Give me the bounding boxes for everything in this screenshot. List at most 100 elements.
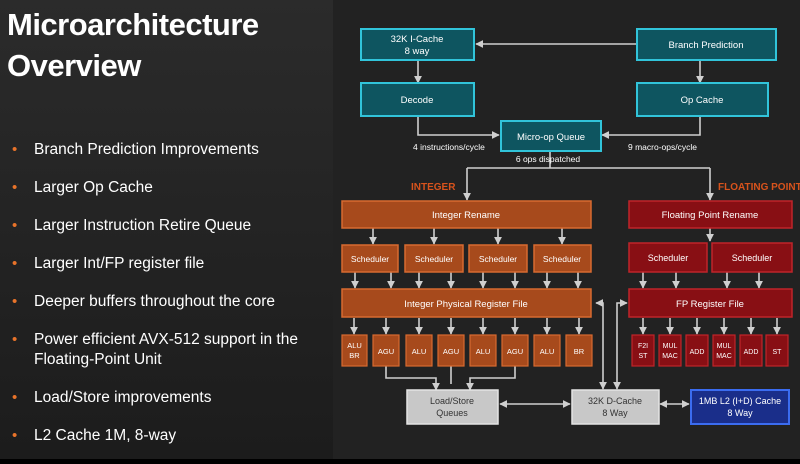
fp-rename-label: Floating Point Rename bbox=[662, 210, 759, 221]
integer-register-file-box: Integer Physical Register File bbox=[341, 288, 592, 318]
integer-scheduler-label: Scheduler bbox=[415, 254, 453, 264]
unit-label: BR bbox=[574, 347, 585, 356]
branch-prediction-label: Branch Prediction bbox=[669, 40, 744, 51]
unit-label: BR bbox=[349, 351, 360, 360]
integer-unit-alu-br: ALU BR bbox=[341, 334, 368, 367]
bullet-text: Deeper buffers throughout the core bbox=[34, 293, 275, 310]
bullet-list: •Branch Prediction Improvements •Larger … bbox=[12, 140, 330, 464]
connector-lines bbox=[350, 40, 781, 408]
unit-label: AGU bbox=[507, 347, 523, 356]
unit-label: ST bbox=[639, 353, 649, 360]
bullet-item: • Branch Prediction Improvements bbox=[12, 140, 330, 160]
fp-scheduler-box: Scheduler bbox=[711, 242, 793, 273]
unit-label: AGU bbox=[378, 347, 394, 356]
unit-label: F2I bbox=[638, 343, 648, 350]
slide-title-line-1: Microarchitecture bbox=[7, 7, 259, 42]
integer-unit-agu: AGU bbox=[437, 334, 465, 367]
integer-scheduler-label: Scheduler bbox=[351, 254, 389, 264]
dcache-label-2: 8 Way bbox=[602, 408, 628, 418]
icache-label-1: 32K I-Cache bbox=[391, 34, 444, 45]
bullet-dot-icon: • bbox=[12, 293, 18, 310]
integer-unit-alu: ALU bbox=[533, 334, 561, 367]
bullet-dot-icon: • bbox=[12, 389, 18, 406]
bullet-text: L2 Cache 1M, 8-way bbox=[34, 427, 177, 444]
unit-label: MUL bbox=[717, 343, 732, 350]
microarchitecture-diagram: 32K I-Cache 8 way Branch Prediction Deco… bbox=[341, 28, 800, 425]
load-store-label-2: Queues bbox=[436, 408, 468, 418]
text-panel: Microarchitecture Overview • Branch Predi… bbox=[0, 0, 333, 459]
fp-unit-add: ADD bbox=[739, 334, 763, 367]
dcache-label-1: 32K D-Cache bbox=[588, 396, 642, 406]
unit-label: ALU bbox=[347, 341, 362, 350]
integer-unit-alu: ALU bbox=[469, 334, 497, 367]
unit-label: ST bbox=[773, 349, 783, 356]
unit-label: MUL bbox=[663, 343, 678, 350]
bullet-dot-icon: • bbox=[12, 179, 18, 196]
icache-box: 32K I-Cache 8 way bbox=[360, 28, 475, 61]
unit-label: ALU bbox=[540, 347, 555, 356]
integer-rename-box: Integer Rename bbox=[341, 200, 592, 229]
unit-label: MAC bbox=[662, 353, 678, 360]
bullet-item: • L2 Cache 1M, 8-way bbox=[12, 426, 330, 446]
dispatch-rate-label: 6 ops dispatched bbox=[516, 154, 581, 164]
load-store-queues-box: Load/Store Queues bbox=[406, 389, 499, 425]
integer-scheduler-box: Scheduler bbox=[404, 244, 464, 273]
integer-register-file-label: Integer Physical Register File bbox=[404, 299, 528, 310]
unit-label: ALU bbox=[412, 347, 427, 356]
icache-label-2: 8 way bbox=[405, 46, 430, 57]
bullet-item: •Larger Instruction Retire Queue bbox=[12, 216, 330, 236]
integer-scheduler-label: Scheduler bbox=[479, 254, 517, 264]
bullet-text: Larger Int/FP register file bbox=[34, 255, 205, 272]
unit-label: AGU bbox=[443, 347, 459, 356]
l2-cache-label-1: 1MB L2 (I+D) Cache bbox=[699, 396, 781, 406]
fp-rename-box: Floating Point Rename bbox=[628, 200, 793, 229]
bullet-dot-icon: • bbox=[12, 141, 18, 158]
bullet-item: •Larger Op Cache bbox=[12, 178, 330, 198]
bullet-dot-icon: • bbox=[12, 255, 18, 272]
bullet-text: Branch Prediction Improvements bbox=[34, 141, 259, 158]
micro-op-queue-label: Micro-op Queue bbox=[517, 132, 585, 143]
bullet-item: •Power efficient AVX-512 support in the … bbox=[12, 330, 330, 370]
fp-scheduler-box: Scheduler bbox=[628, 242, 708, 273]
diagram-panel: 32K I-Cache 8 way Branch Prediction Deco… bbox=[333, 0, 800, 459]
fp-scheduler-label: Scheduler bbox=[648, 253, 689, 263]
fp-unit-add: ADD bbox=[685, 334, 709, 367]
slide-title: Microarchitecture Overview bbox=[7, 4, 259, 86]
fp-unit-mul-mac: MUL MAC bbox=[712, 334, 736, 367]
unit-label: ADD bbox=[690, 349, 705, 356]
bullet-text: Load/Store improvements bbox=[34, 389, 212, 406]
l2-cache-box: 1MB L2 (I+D) Cache 8 Way bbox=[690, 389, 790, 425]
fp-register-file-label: FP Register File bbox=[676, 299, 744, 310]
bullet-text: Larger Instruction Retire Queue bbox=[34, 217, 252, 234]
decode-label: Decode bbox=[401, 95, 434, 106]
branch-prediction-box: Branch Prediction bbox=[636, 28, 777, 61]
dcache-box: 32K D-Cache 8 Way bbox=[571, 389, 660, 425]
micro-op-queue-box: Micro-op Queue bbox=[500, 120, 602, 152]
bullet-dot-icon: • bbox=[12, 427, 18, 444]
fp-scheduler-label: Scheduler bbox=[732, 253, 773, 263]
decode-rate-label: 4 instructions/cycle bbox=[413, 142, 485, 152]
op-cache-box: Op Cache bbox=[636, 82, 769, 117]
fp-unit-st: ST bbox=[765, 334, 789, 367]
integer-unit-agu: AGU bbox=[372, 334, 400, 367]
integer-unit-br: BR bbox=[565, 334, 593, 367]
decode-box: Decode bbox=[360, 82, 475, 117]
integer-unit-alu: ALU bbox=[405, 334, 433, 367]
integer-scheduler-box: Scheduler bbox=[533, 244, 592, 273]
bullet-item: • Larger Int/FP register file bbox=[12, 254, 330, 274]
load-store-label-1: Load/Store bbox=[430, 396, 474, 406]
fp-unit-mul-mac: MUL MAC bbox=[658, 334, 682, 367]
slide-title-line-2: Overview bbox=[7, 48, 141, 83]
integer-scheduler-box: Scheduler bbox=[341, 244, 399, 273]
integer-rename-label: Integer Rename bbox=[432, 210, 500, 221]
bullet-item: • Deeper buffers throughout the core bbox=[12, 292, 330, 312]
integer-scheduler-label: Scheduler bbox=[543, 254, 581, 264]
unit-label: ALU bbox=[476, 347, 491, 356]
integer-section-label: INTEGER bbox=[411, 182, 456, 193]
opcache-rate-label: 9 macro-ops/cycle bbox=[628, 142, 697, 152]
bullet-text: Power efficient AVX-512 support in the F… bbox=[34, 331, 298, 368]
op-cache-label: Op Cache bbox=[681, 95, 724, 106]
unit-label: MAC bbox=[716, 353, 732, 360]
fp-section-label: FLOATING POINT bbox=[718, 182, 800, 193]
fp-register-file-box: FP Register File bbox=[628, 288, 793, 318]
